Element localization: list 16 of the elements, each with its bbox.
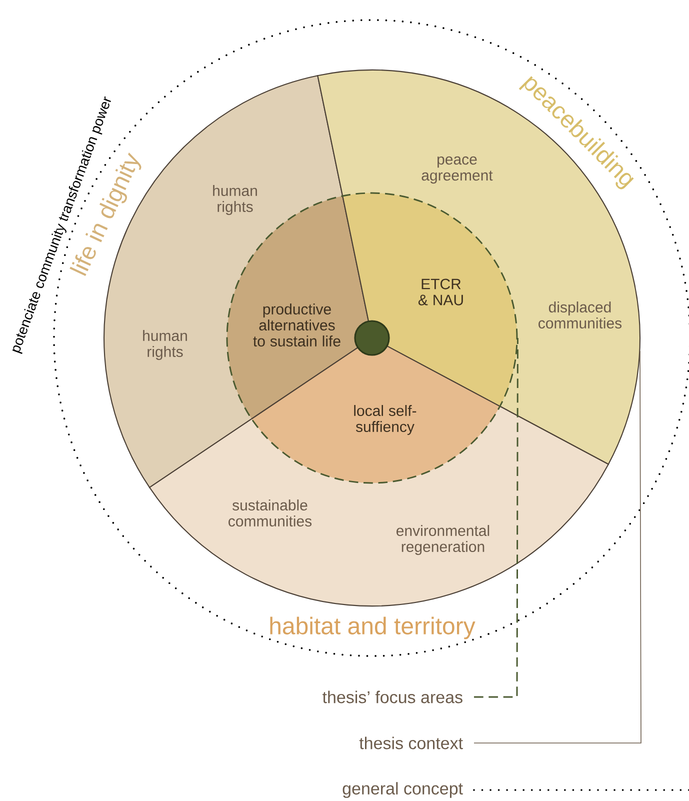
sector-label: human rights (213, 185, 257, 215)
leader-line (473, 789, 689, 791)
sector-label: human rights (143, 330, 187, 360)
sector-label: environmental regeneration (396, 525, 490, 555)
sector-label: ETCR & NAU (418, 278, 463, 306)
sector-label: displaced communities (538, 302, 622, 329)
sector-label: local self-suffiency (354, 405, 416, 435)
key-label: general concept (342, 782, 463, 798)
leader-line (474, 338, 518, 698)
sector-label: sustainable communities (228, 500, 312, 527)
key-label: thesis’ focus areas (322, 690, 462, 704)
sector-label: peace agreement (422, 156, 493, 184)
key-label: thesis context (359, 736, 463, 750)
sector-label: productive alternatives to sustain life (253, 304, 340, 347)
sector-heading: habitat and territory (270, 616, 476, 640)
leader-line (474, 350, 642, 744)
